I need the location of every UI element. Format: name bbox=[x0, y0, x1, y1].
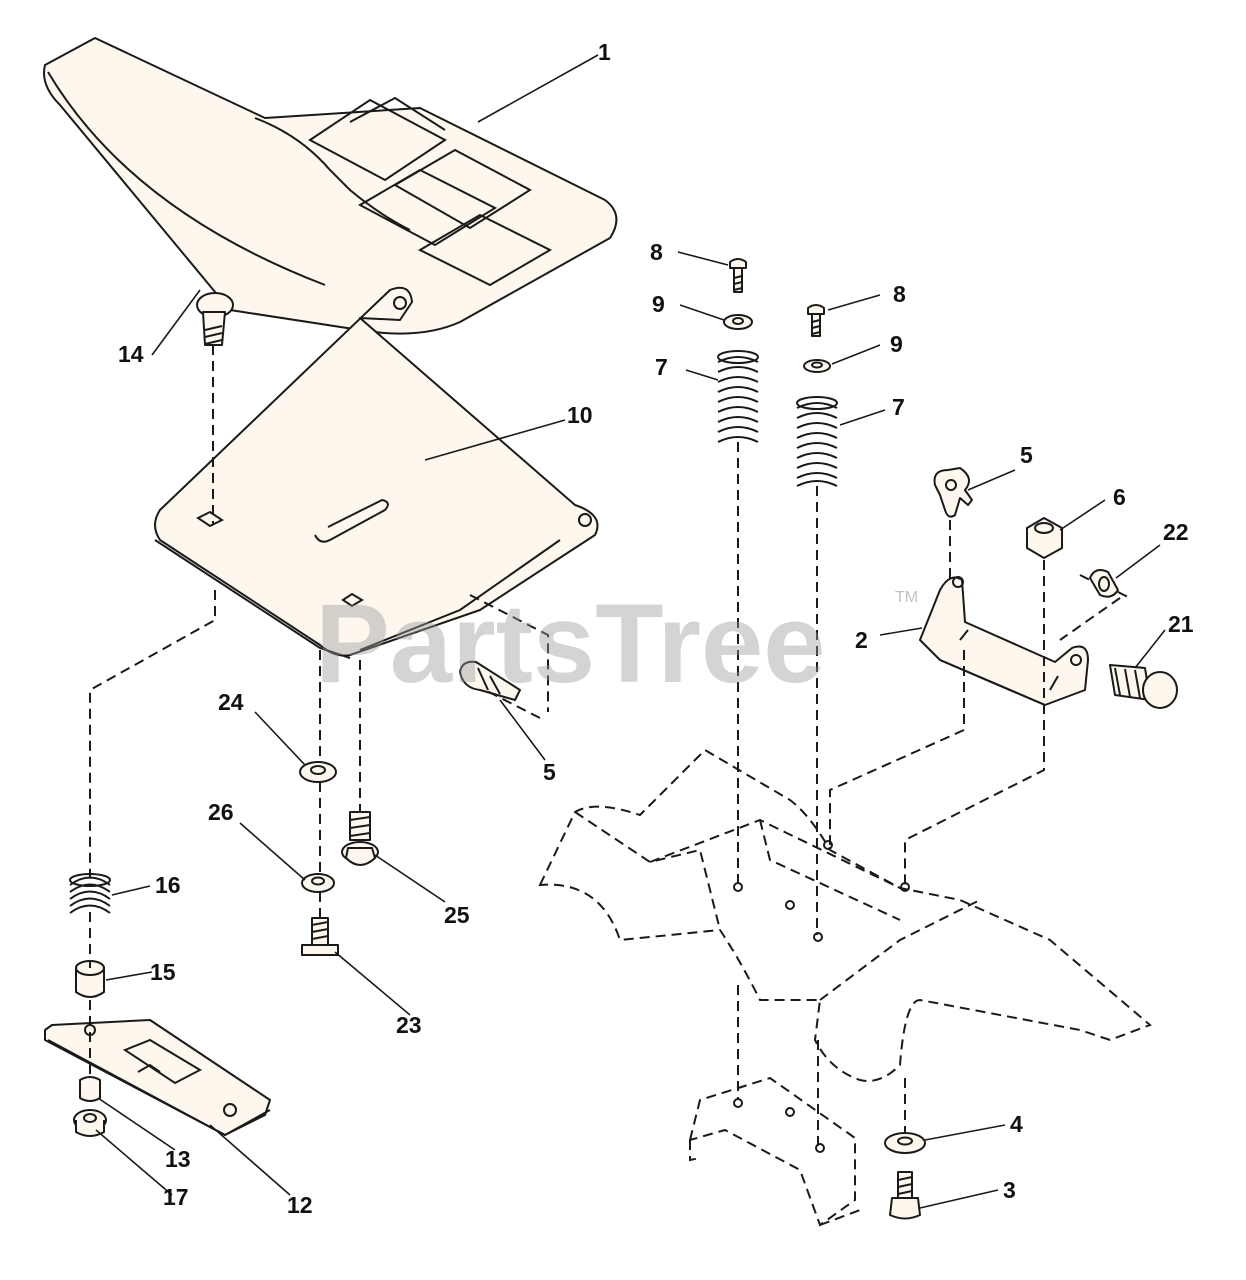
seat-clip-right[interactable] bbox=[933, 467, 973, 518]
seat-clip-left[interactable] bbox=[459, 594, 549, 719]
washer-4[interactable] bbox=[884, 1132, 926, 1154]
leader-lines bbox=[95, 54, 1166, 1209]
callout-7-right: 7 bbox=[892, 394, 905, 420]
seat-bracket[interactable] bbox=[919, 576, 1089, 706]
lock-nut[interactable] bbox=[1026, 517, 1063, 559]
watermark-tm: TM bbox=[895, 589, 918, 606]
callout-7-left: 7 bbox=[655, 354, 668, 380]
callout-6: 6 bbox=[1113, 484, 1126, 510]
tee-nut[interactable] bbox=[301, 917, 339, 956]
seat[interactable] bbox=[43, 37, 618, 335]
callout-9-left: 9 bbox=[652, 291, 665, 317]
callout-2: 2 bbox=[855, 627, 868, 653]
callout-8-left: 8 bbox=[650, 239, 663, 265]
callout-10: 10 bbox=[567, 402, 593, 428]
fender-outline bbox=[538, 748, 1152, 1082]
bolt-8-right[interactable] bbox=[807, 304, 825, 337]
callout-26: 26 bbox=[208, 799, 234, 825]
washer-9-right[interactable] bbox=[803, 359, 831, 373]
assembly-centerlines bbox=[89, 345, 1121, 1148]
shoulder-bolt[interactable] bbox=[341, 811, 379, 866]
callout-3: 3 bbox=[1003, 1177, 1016, 1203]
callout-21: 21 bbox=[1168, 611, 1194, 637]
callout-1: 1 bbox=[598, 39, 611, 65]
callout-17: 17 bbox=[163, 1184, 189, 1210]
callout-25: 25 bbox=[444, 902, 470, 928]
lower-bracket-outline bbox=[688, 1076, 861, 1227]
washer-24[interactable] bbox=[299, 761, 337, 783]
callout-24: 24 bbox=[218, 689, 244, 715]
watermark-text: PartsTree bbox=[315, 581, 826, 706]
callout-23: 23 bbox=[396, 1012, 422, 1038]
callout-9-right: 9 bbox=[890, 331, 903, 357]
washer-26[interactable] bbox=[301, 873, 335, 893]
nut-22[interactable] bbox=[1079, 569, 1131, 599]
seat-spring[interactable] bbox=[69, 873, 111, 914]
callout-14: 14 bbox=[118, 341, 144, 367]
flange-nut[interactable] bbox=[73, 1109, 107, 1137]
callout-22: 22 bbox=[1163, 519, 1189, 545]
seat-pan[interactable] bbox=[154, 286, 599, 659]
carriage-bolt[interactable] bbox=[196, 292, 234, 346]
bolt-3[interactable] bbox=[889, 1171, 921, 1220]
spring-7-left[interactable] bbox=[717, 350, 759, 443]
washer-9-left[interactable] bbox=[723, 314, 753, 330]
seat-switch[interactable] bbox=[1109, 664, 1178, 709]
bolt-8-left[interactable] bbox=[729, 258, 747, 293]
watermark: PartsTree TM bbox=[315, 581, 918, 706]
pivot-bracket[interactable] bbox=[44, 1019, 271, 1137]
callout-5-right: 5 bbox=[1020, 442, 1033, 468]
callout-13: 13 bbox=[165, 1146, 191, 1172]
callout-15: 15 bbox=[150, 959, 176, 985]
callout-8-right: 8 bbox=[893, 281, 906, 307]
spring-7-right[interactable] bbox=[796, 396, 838, 487]
callout-5-left: 5 bbox=[543, 759, 556, 785]
callout-4: 4 bbox=[1010, 1111, 1023, 1137]
hex-nut[interactable] bbox=[79, 1076, 101, 1102]
callout-labels: 1 2 3 4 5 5 6 7 7 8 8 9 9 10 12 13 14 15… bbox=[118, 39, 1194, 1218]
callout-12: 12 bbox=[287, 1192, 313, 1218]
callout-16: 16 bbox=[155, 872, 181, 898]
